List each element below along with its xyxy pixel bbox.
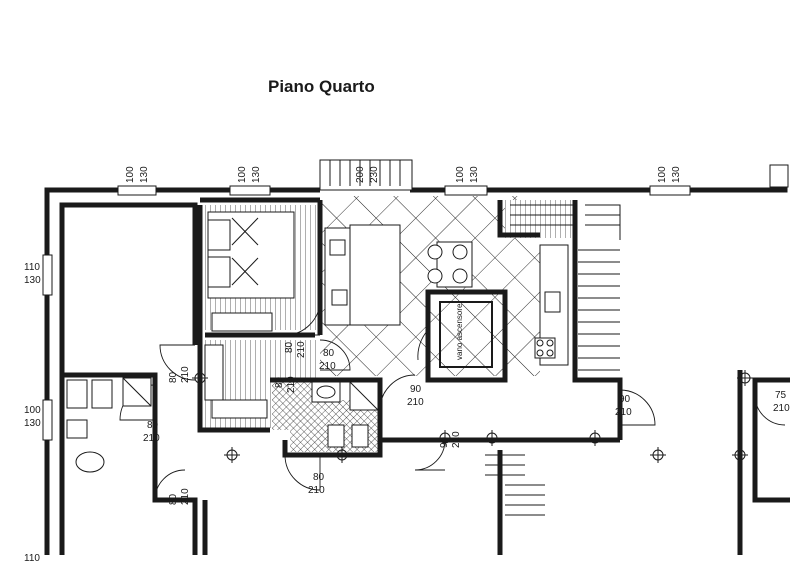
toilet — [327, 424, 345, 448]
window — [42, 254, 53, 296]
sink — [66, 419, 88, 439]
windows — [42, 159, 789, 441]
door-width-label: 80 — [147, 420, 159, 431]
window-height-label: 130 — [671, 166, 682, 183]
door-dimensions: 80 210 80 210 80 210 80 210 80 210 90 21… — [143, 341, 790, 505]
door-width-label: 90 — [410, 384, 422, 395]
window-width-label: 100 — [455, 166, 466, 183]
bidet — [66, 379, 88, 409]
door-height-label: 210 — [143, 433, 160, 444]
door-width-label: 80 — [274, 376, 285, 388]
window-dimensions: 100 130 100 130 200 230 100 130 100 130 … — [24, 166, 682, 564]
window-height-label: 130 — [139, 166, 150, 183]
window — [42, 399, 53, 441]
door-width-label: 75 — [775, 390, 787, 401]
stair-landing — [505, 200, 575, 238]
door-height-label: 210 — [180, 488, 191, 505]
window-width-label: 100 — [657, 166, 668, 183]
door-height-label: 210 — [773, 403, 790, 414]
wardrobe — [204, 344, 224, 401]
door-height-label: 210 — [180, 366, 191, 383]
door-height-label: 210 — [615, 407, 632, 418]
door-height-label: 210 — [451, 431, 462, 448]
doors — [119, 299, 786, 501]
window-height-label: 130 — [24, 275, 41, 286]
elevator-shaft: vano ascensore — [439, 301, 493, 368]
window-width-label: 110 — [24, 553, 40, 564]
bidet — [351, 424, 369, 448]
window-height-label: 130 — [24, 418, 41, 429]
window — [769, 164, 789, 188]
window-width-label: 100 — [24, 405, 41, 416]
door-height-label: 210 — [407, 397, 424, 408]
window — [444, 185, 488, 196]
window — [229, 185, 271, 196]
wardrobe — [211, 399, 268, 419]
door-width-label: 80 — [168, 371, 179, 383]
door-width-label: 80 — [284, 341, 295, 353]
washbasin — [311, 381, 341, 403]
furniture — [204, 211, 569, 419]
elevator-car — [439, 301, 493, 368]
window-height-label: 130 — [251, 166, 262, 183]
window-height-label: 130 — [469, 166, 480, 183]
door-width-label: 80 — [323, 348, 335, 359]
elevator-label: vano ascensore — [455, 303, 464, 360]
door-width-label: 90 — [619, 394, 631, 405]
door-width-label: 80 — [313, 472, 325, 483]
wardrobe — [211, 312, 273, 332]
toilet — [91, 379, 113, 409]
window-width-label: 200 — [355, 166, 366, 183]
door-width-label: 80 — [168, 493, 179, 505]
cooktop — [534, 337, 556, 359]
window — [649, 185, 691, 196]
door-height-label: 210 — [319, 361, 336, 372]
light-symbols — [192, 370, 753, 463]
sink — [544, 291, 561, 313]
window — [117, 185, 157, 196]
door-height-label: 210 — [308, 485, 325, 496]
plan-title: Piano Quarto — [268, 77, 375, 96]
stairs — [485, 204, 621, 516]
door-height-label: 210 — [286, 376, 297, 393]
window-width-label: 100 — [237, 166, 248, 183]
balcony-window — [319, 159, 413, 191]
window-height-label: 230 — [369, 166, 380, 183]
door-width-label: 90 — [439, 436, 450, 448]
bathroom-fixtures — [66, 377, 379, 473]
window-width-label: 100 — [125, 166, 136, 183]
door-height-label: 210 — [296, 341, 307, 358]
washbasin — [75, 451, 105, 473]
window-width-label: 110 — [24, 262, 40, 273]
